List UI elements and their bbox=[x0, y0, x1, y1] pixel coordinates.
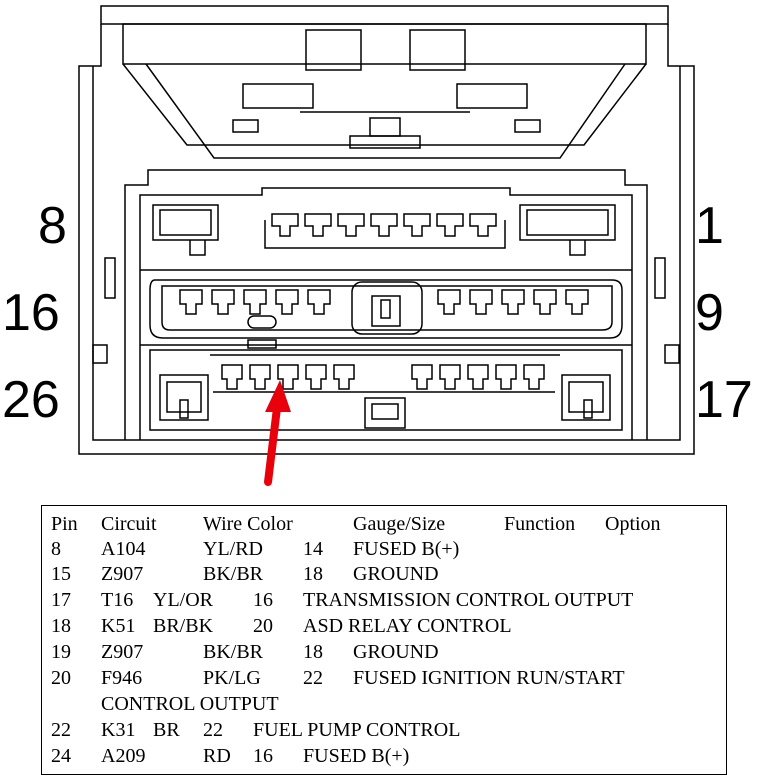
row-function: FUEL PUMP CONTROL bbox=[253, 719, 461, 741]
row-gauge: 16 bbox=[253, 589, 273, 611]
row-wire-color: BR bbox=[153, 719, 180, 741]
row-circuit: F946 bbox=[101, 667, 143, 689]
row-circuit: K31 bbox=[101, 719, 136, 741]
row-function: GROUND bbox=[353, 563, 439, 585]
row-gauge: 22 bbox=[303, 667, 323, 689]
header-wire-color: Wire Color bbox=[203, 513, 293, 535]
connector-diagram: 8 1 16 9 26 17 bbox=[2, 5, 753, 486]
pin-label-8: 8 bbox=[38, 197, 67, 255]
row-wire-color: BK/BR bbox=[203, 641, 264, 663]
table-row: 8 A104 YL/RD 14 FUSED B(+) bbox=[42, 536, 726, 562]
row-wire-color: YL/RD bbox=[203, 538, 263, 560]
row-pin: 20 bbox=[51, 667, 71, 689]
row-function-continued: CONTROL OUTPUT bbox=[101, 693, 279, 715]
row-circuit: Z907 bbox=[101, 563, 144, 585]
table-row: 20 F946 PK/LG 22 FUSED IGNITION RUN/STAR… bbox=[42, 665, 726, 691]
row-wire-color: RD bbox=[203, 745, 231, 767]
row-wire-color: BR/BK bbox=[153, 615, 214, 637]
pin-table: Pin Circuit Wire Color Gauge/Size Functi… bbox=[41, 505, 727, 775]
table-row: 22 K31 BR 22 FUEL PUMP CONTROL bbox=[42, 717, 726, 743]
row-function: FUSED B(+) bbox=[303, 745, 410, 767]
row-circuit: T16 bbox=[101, 589, 134, 611]
red-arrow-icon bbox=[264, 380, 291, 486]
row-wire-color: BK/BR bbox=[203, 563, 264, 585]
table-row-continuation: CONTROL OUTPUT bbox=[42, 691, 726, 717]
table-row: 24 A209 RD 16 FUSED B(+) bbox=[42, 743, 726, 769]
pin-label-9: 9 bbox=[695, 284, 724, 342]
row-pin: 22 bbox=[51, 719, 71, 741]
header-gauge-size: Gauge/Size bbox=[353, 513, 446, 535]
pin-label-1: 1 bbox=[695, 197, 724, 255]
table-row: 18 K51 BR/BK 20 ASD RELAY CONTROL bbox=[42, 613, 726, 639]
row-function: FUSED IGNITION RUN/START bbox=[353, 667, 625, 689]
row-circuit: Z907 bbox=[101, 641, 144, 663]
table-row: 17 T16 YL/OR 16 TRANSMISSION CONTROL OUT… bbox=[42, 587, 726, 613]
row-gauge: 18 bbox=[303, 563, 323, 585]
row-gauge: 14 bbox=[303, 538, 323, 560]
bottom-row-cavities bbox=[221, 364, 545, 390]
pin-label-17: 17 bbox=[695, 371, 753, 429]
row-gauge: 20 bbox=[253, 615, 273, 637]
row-circuit: K51 bbox=[101, 615, 136, 637]
row-function: ASD RELAY CONTROL bbox=[303, 615, 512, 637]
connector-housing bbox=[78, 5, 695, 455]
table-row: 19 Z907 BK/BR 18 GROUND bbox=[42, 639, 726, 665]
pin-label-16: 16 bbox=[2, 284, 60, 342]
row-pin: 18 bbox=[51, 615, 71, 637]
header-function: Function bbox=[504, 513, 576, 535]
row-wire-color: PK/LG bbox=[203, 667, 261, 689]
header-circuit: Circuit bbox=[101, 513, 157, 535]
pin-label-26: 26 bbox=[2, 371, 60, 429]
table-header-row: Pin Circuit Wire Color Gauge/Size Functi… bbox=[42, 511, 726, 537]
row-pin: 17 bbox=[51, 589, 71, 611]
row-gauge: 22 bbox=[203, 719, 223, 741]
row-pin: 8 bbox=[51, 538, 61, 560]
row-pin: 24 bbox=[51, 745, 71, 767]
table-row: 15 Z907 BK/BR 18 GROUND bbox=[42, 561, 726, 587]
pin-cavities bbox=[179, 213, 589, 390]
row-function: GROUND bbox=[353, 641, 439, 663]
row-circuit: A104 bbox=[101, 538, 146, 560]
row-function: TRANSMISSION CONTROL OUTPUT bbox=[303, 589, 634, 611]
row-pin: 19 bbox=[51, 641, 71, 663]
row-circuit: A209 bbox=[101, 745, 146, 767]
header-pin: Pin bbox=[51, 513, 78, 535]
row-wire-color: YL/OR bbox=[153, 589, 213, 611]
middle-row-cavities bbox=[179, 289, 589, 315]
row-function: FUSED B(+) bbox=[353, 538, 460, 560]
row-gauge: 18 bbox=[303, 641, 323, 663]
top-row-cavities bbox=[271, 213, 497, 237]
header-option: Option bbox=[605, 513, 661, 535]
row-pin: 15 bbox=[51, 563, 71, 585]
row-gauge: 16 bbox=[253, 745, 273, 767]
